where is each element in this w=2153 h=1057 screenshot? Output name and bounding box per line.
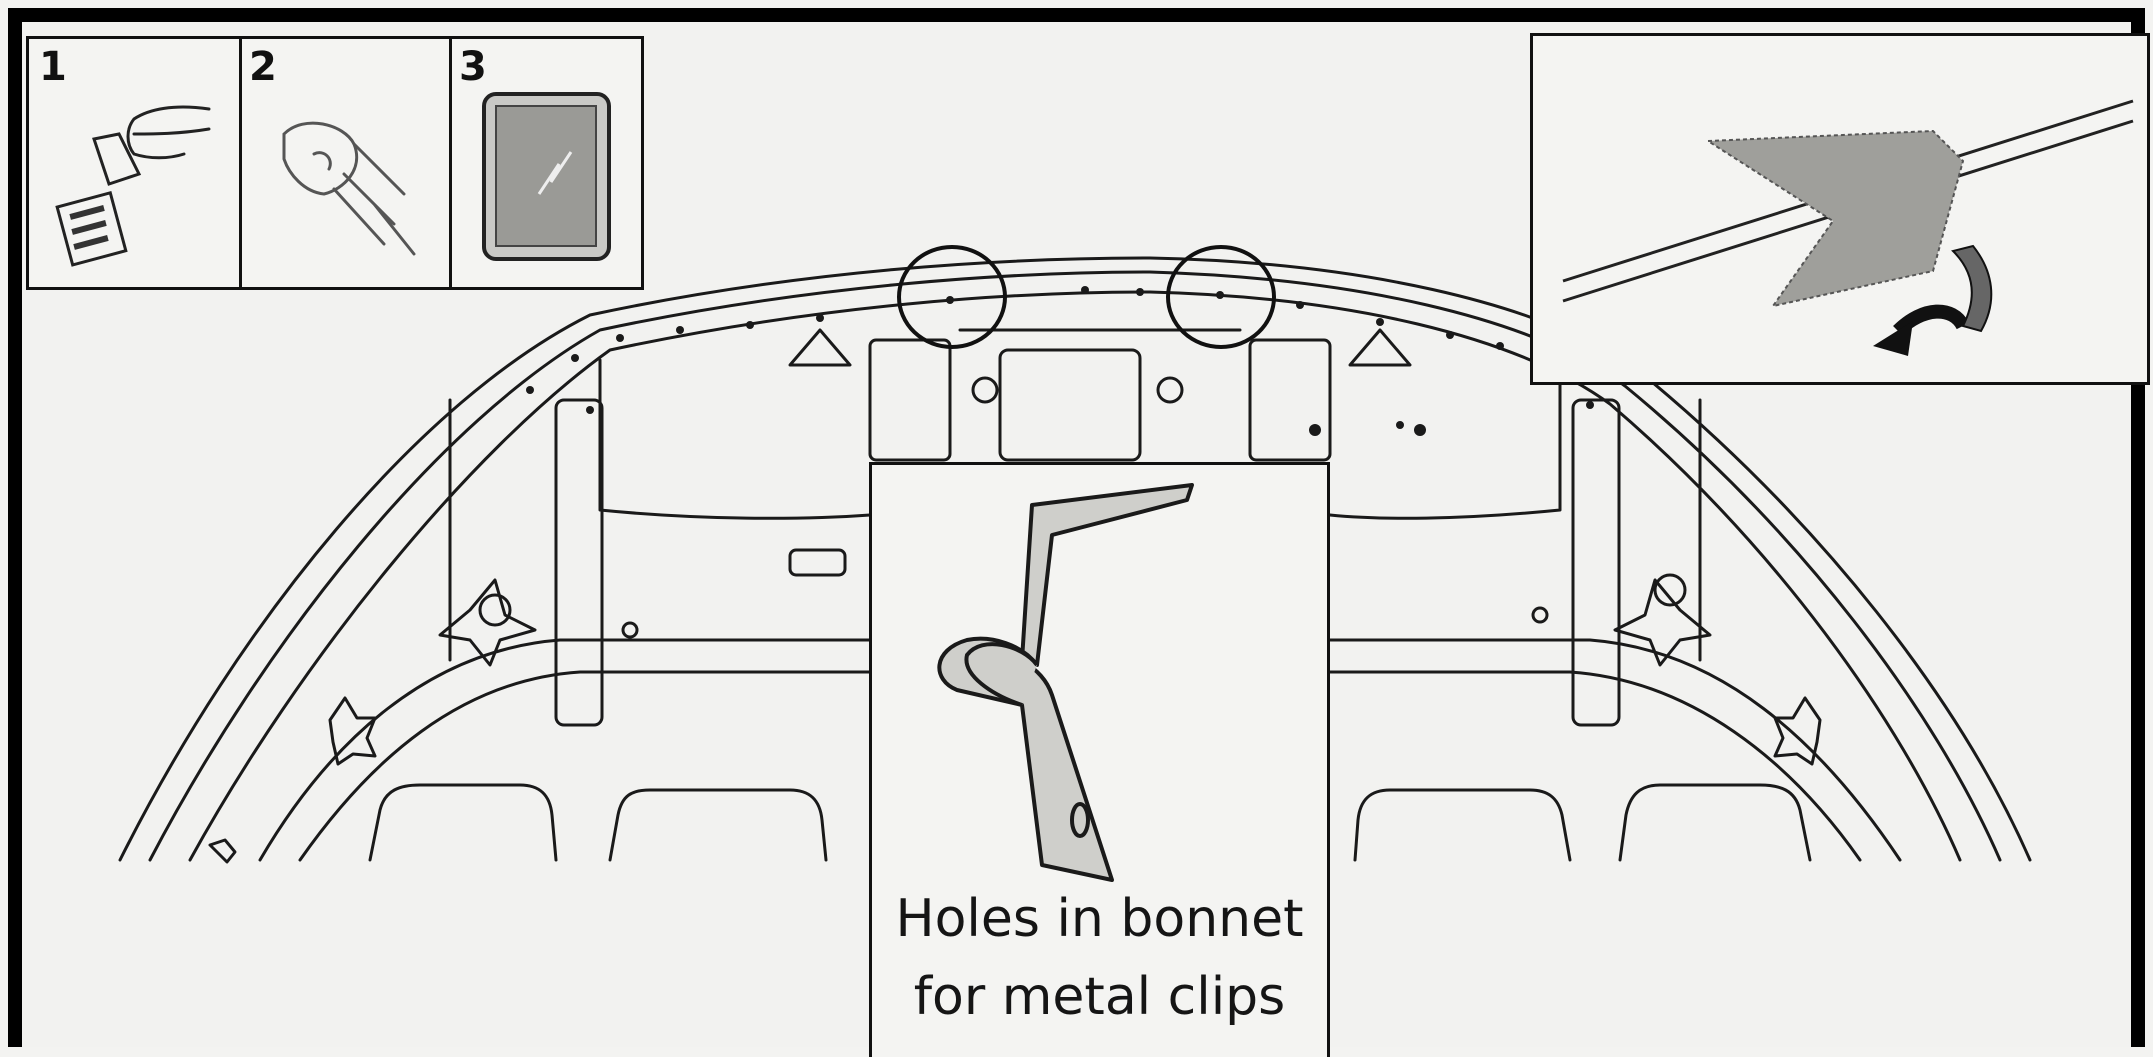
metal-clip-inset: Holes in bonnet for metal clips — [869, 462, 1330, 1057]
step-2-number: 2 — [249, 44, 277, 90]
tape-application-inset — [1530, 33, 2150, 385]
step-3-number: 3 — [459, 44, 487, 90]
clean-panel-icon — [482, 92, 611, 261]
caption-line-1: Holes in bonnet — [895, 889, 1304, 949]
hand-wipe-icon — [282, 121, 416, 256]
step-1-number: 1 — [39, 44, 67, 90]
step-1-cell: 1 — [29, 39, 242, 287]
tape-peel-icon — [55, 105, 211, 267]
step-2-cell: 2 — [239, 39, 452, 287]
tape-fold-illustration — [1562, 99, 2134, 356]
metal-clip-illustration — [937, 483, 1194, 882]
left-clip-hole-highlight — [897, 245, 1007, 349]
steps-panel: 1 2 3 — [26, 36, 644, 290]
step-3-cell: 3 — [449, 39, 641, 287]
right-clip-hole-highlight — [1166, 245, 1276, 349]
caption-line-2: for metal clips — [913, 967, 1286, 1027]
